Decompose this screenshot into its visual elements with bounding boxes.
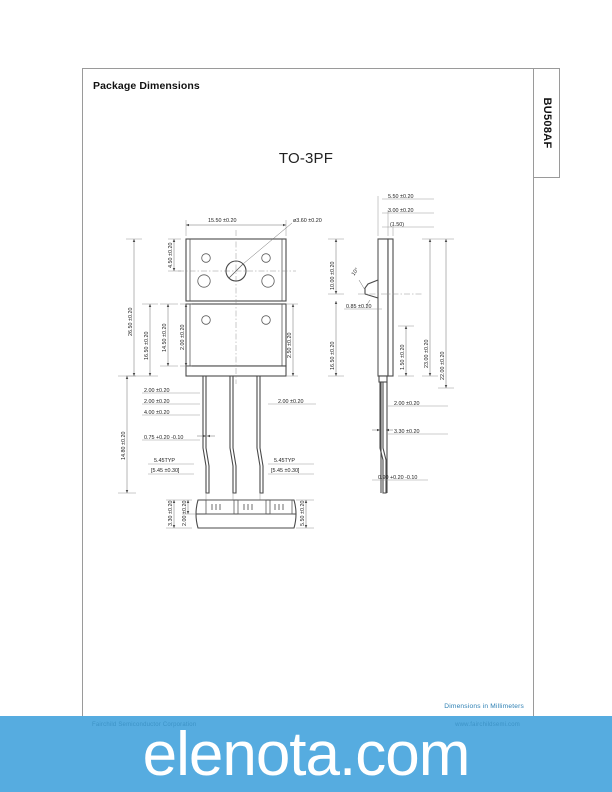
page-title: Package Dimensions (93, 80, 200, 92)
dim-side-lower-height: 16.50 ±0.20 (330, 342, 336, 370)
dim-side-lead-offset-b: 3.30 ±0.20 (394, 429, 419, 435)
part-number-tab: BU508AF (534, 68, 560, 178)
dim-chamfer-angle: 10° (351, 267, 361, 277)
dim-pitch-left-tol: [5.45 ±0.30] (151, 468, 180, 474)
dim-side-lead-offset-a: 2.00 ±0.20 (394, 401, 419, 407)
footer-page-link: www.fairchildsemi.com (455, 722, 520, 728)
dim-inner-height: 14.50 ±0.20 (162, 324, 168, 352)
dim-body-total-height: 26.50 ±0.20 (128, 308, 134, 336)
dim-bottom-height-a: 3.30 ±0.20 (168, 501, 174, 526)
package-drawing: .ol{fill:none;stroke:#4a4a4a;stroke-widt… (82, 68, 534, 718)
footer-company: Fairchild Semiconductor Corporation (92, 722, 197, 728)
dim-front-width: 15.50 ±0.20 (208, 218, 236, 224)
dim-side-body-thickness: 3.00 ±0.20 (388, 208, 413, 214)
dim-side-height-inner: 22.00 ±0.20 (440, 352, 446, 380)
dim-side-tab-thickness: 0.85 ±0.20 (346, 304, 371, 310)
watermark-elenota: elenota.com (142, 719, 471, 789)
part-number-label: BU508AF (540, 97, 553, 149)
footer-band (0, 716, 612, 792)
dim-side-upper-height: 10.00 ±0.20 (330, 262, 336, 290)
dim-right-edge: 2.50 ±0.20 (287, 333, 293, 358)
dim-side-ref-thickness: (1.50) (390, 222, 404, 228)
dim-bottom-height-b: 2.00 ±0.20 (182, 501, 188, 526)
dim-side-inner-offset: 1.50 ±0.20 (400, 345, 406, 370)
dim-tab-top-offset: 4.50 ±0.20 (168, 243, 174, 268)
dim-side-top-width: 5.50 ±0.20 (388, 194, 413, 200)
dim-pitch-left: 5.45TYP (154, 458, 175, 464)
dim-lead-zone-b: 2.00 ±0.20 (144, 399, 169, 405)
dim-lead-length: 14.80 ±0.20 (121, 432, 127, 460)
dim-pitch-right-tol: [5.45 ±0.30] (271, 468, 300, 474)
dimensions-unit-note: Dimensions in Millimeters (444, 703, 524, 710)
dim-lead-zone-a: 2.00 ±0.20 (144, 388, 169, 394)
dim-pitch-right: 5.45TYP (274, 458, 295, 464)
dim-lead-zone-c: 4.00 ±0.20 (144, 410, 169, 416)
dim-body-height: 16.50 ±0.20 (144, 332, 150, 360)
dim-lead-thickness: 0.75 +0.20 -0.10 (144, 435, 183, 441)
dim-bottom-height-c: 5.50 ±0.20 (300, 501, 306, 526)
dim-step-height: 2.00 ±0.20 (180, 325, 186, 350)
dim-hole-diameter: ø3.60 ±0.20 (293, 218, 322, 224)
dim-lead-gap: 2.00 ±0.20 (278, 399, 303, 405)
package-name-heading: TO-3PF (278, 150, 334, 167)
dim-side-lead-width: 0.90 +0.20 -0.10 (378, 475, 417, 481)
dim-side-height-outer: 23.00 ±0.20 (424, 340, 430, 368)
